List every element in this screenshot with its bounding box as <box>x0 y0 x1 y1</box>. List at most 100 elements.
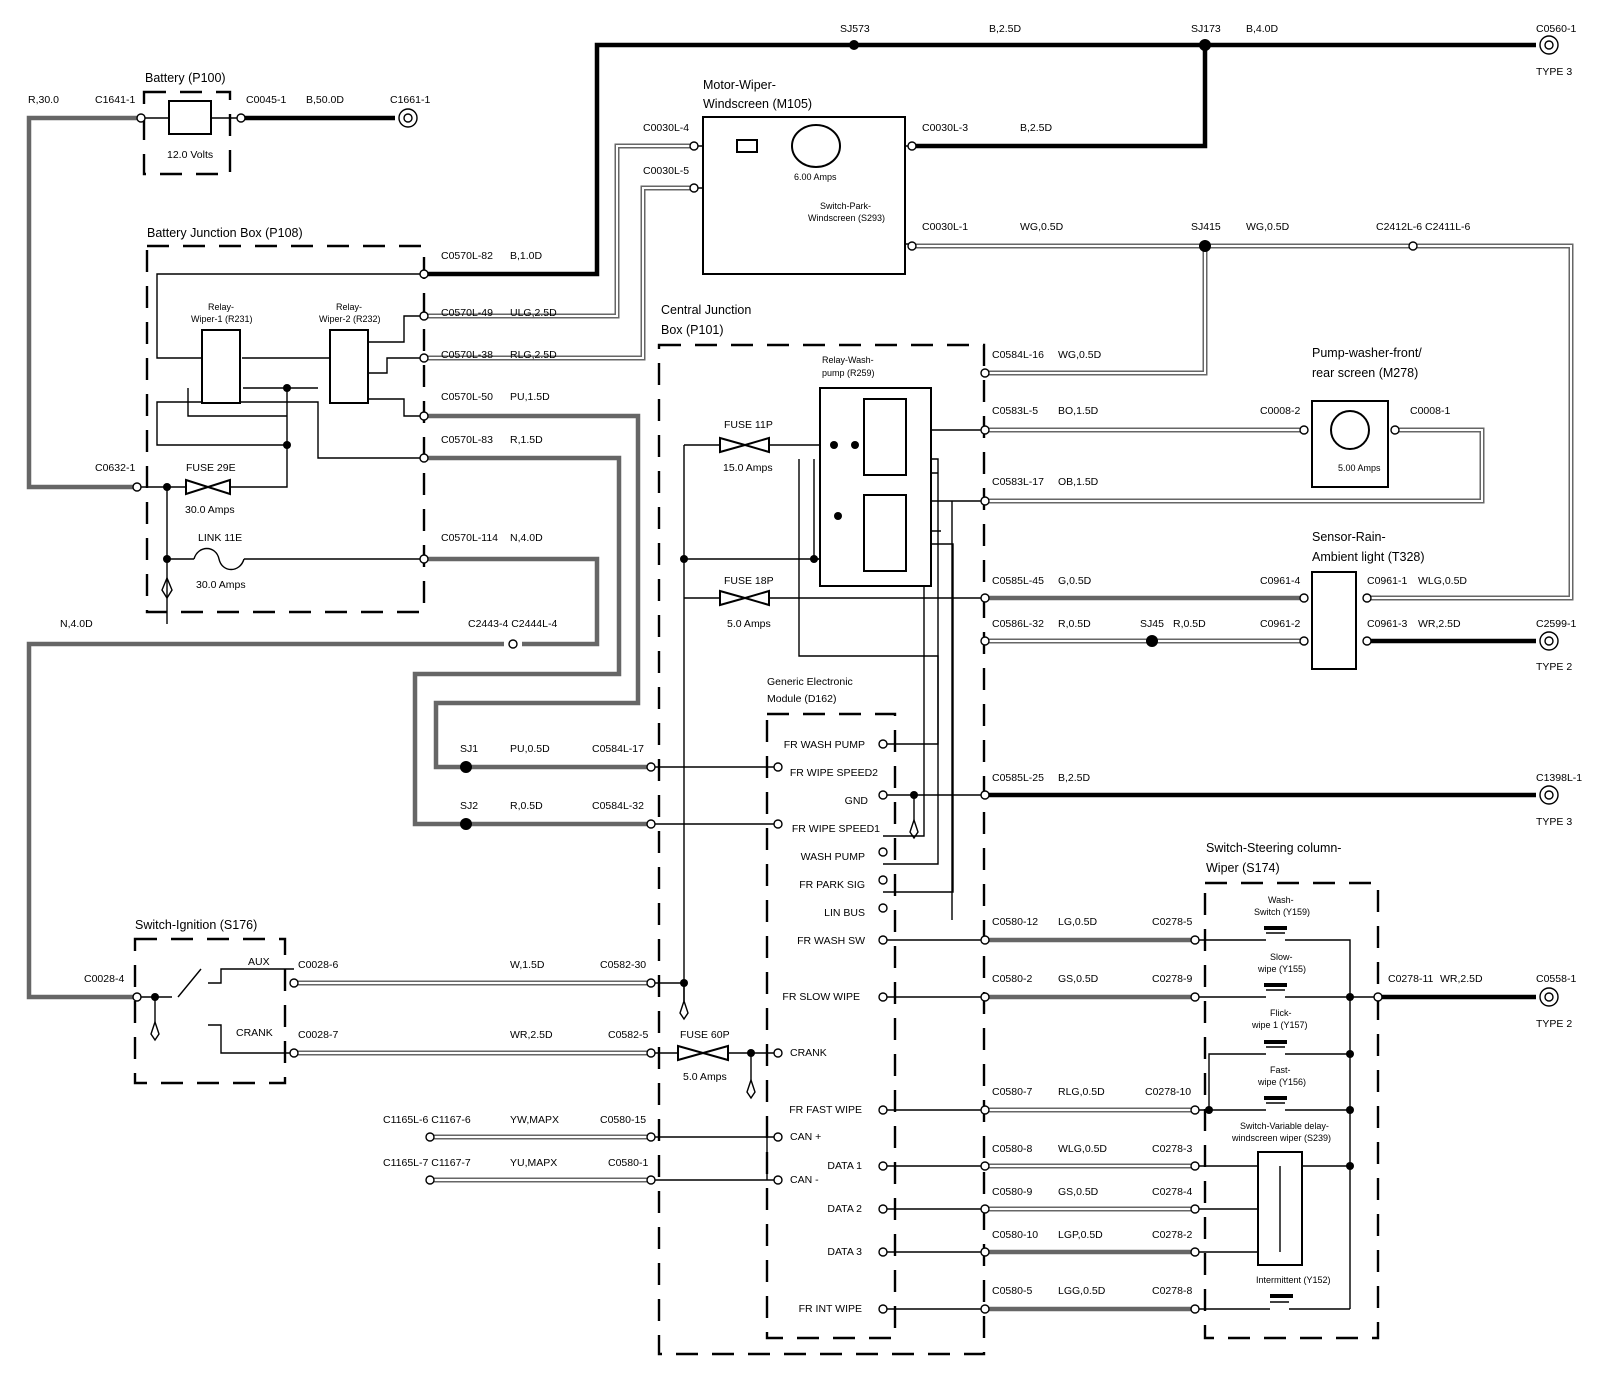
relay1-line1: Relay- <box>208 302 234 312</box>
wire-label: R,0.5D <box>510 800 543 812</box>
ground-terminals <box>398 35 1559 1007</box>
wire-label: BO,1.5D <box>1058 405 1099 417</box>
fuse60p-rating: 5.0 Amps <box>683 1071 727 1083</box>
connector-label: C0961-3 <box>1367 618 1407 630</box>
connector-pin <box>1190 935 1200 945</box>
wire-r30 <box>26 115 141 490</box>
bjb-box <box>145 244 426 614</box>
connector-pin <box>289 978 299 988</box>
connector-label: C0961-2 <box>1260 618 1300 630</box>
splice-sj415 <box>1199 240 1211 252</box>
connector-label: C0278-11 <box>1388 973 1433 985</box>
connector-pin <box>980 935 990 945</box>
wire-label: WLG,0.5D <box>1418 575 1467 587</box>
wire-label: W,1.5D <box>510 959 545 971</box>
flick-2: wipe 1 (Y157) <box>1251 1020 1308 1030</box>
gem-pin: DATA 2 <box>827 1203 862 1215</box>
connector-pin <box>419 269 429 279</box>
connector-pin <box>646 762 656 772</box>
gem-pin: LIN BUS <box>824 907 865 919</box>
connector-pin <box>1190 1161 1200 1171</box>
connector-label: C0632-1 <box>95 462 135 474</box>
ground-arrows <box>150 576 919 1100</box>
relay-wash-2 <box>863 494 907 572</box>
connector-pin <box>878 1247 888 1257</box>
connector-pin <box>980 992 990 1002</box>
connector-pin <box>646 978 656 988</box>
wire-label: YU,MAPX <box>510 1157 557 1169</box>
wire-label: WG,0.5D <box>1058 349 1102 361</box>
labels: Battery (P100) 12.0 Volts Battery Juncti… <box>28 23 1582 1315</box>
connector-pin <box>878 903 888 913</box>
wire-label: YW,MAPX <box>510 1114 559 1126</box>
connector-label: C0586L-32 <box>992 618 1044 630</box>
motor-fuse <box>736 139 758 153</box>
wire-label: R,30.0 <box>28 94 59 106</box>
connector-label: C0028-7 <box>298 1029 338 1041</box>
connector-label: C0570L-82 <box>441 250 493 262</box>
ground-type: TYPE 2 <box>1536 661 1572 673</box>
wire-label: WR,2.5D <box>1418 618 1461 630</box>
connector-pin <box>419 453 429 463</box>
wash-2: Switch (Y159) <box>1254 907 1310 917</box>
connector-pin <box>980 496 990 506</box>
wire-label: RLG,0.5D <box>1058 1086 1105 1098</box>
fuses <box>185 436 770 1062</box>
wire-label: G,0.5D <box>1058 575 1092 587</box>
connector-label: C1661-1 <box>390 94 430 106</box>
connector-pin <box>980 1304 990 1314</box>
component-boxes <box>133 90 1389 1356</box>
title-gem-1: Generic Electronic <box>767 676 853 688</box>
fuse29e-rating: 30.0 Amps <box>185 504 235 516</box>
connector-label: C0583L-5 <box>992 405 1038 417</box>
fuse-11p-symbol <box>719 436 770 454</box>
fuse-18p-symbol <box>719 589 770 607</box>
relay-wash-1 <box>863 398 907 476</box>
title-motor-2: Windscreen (M105) <box>703 97 812 111</box>
connector-label: C0030L-5 <box>643 165 689 177</box>
splice-label: SJ573 <box>840 23 870 35</box>
wire-label: LG,0.5D <box>1058 916 1098 928</box>
switch-symbols <box>1264 926 1293 1303</box>
connector-pin <box>773 762 783 772</box>
ignition-aux: AUX <box>248 956 270 968</box>
connector-pin <box>1362 593 1372 603</box>
connector-pin <box>980 368 990 378</box>
connector-pin <box>419 554 429 564</box>
connector-pin <box>236 113 246 123</box>
wire-label: B,2.5D <box>1020 122 1053 134</box>
splice-label: SJ2 <box>460 800 478 812</box>
sensor-box <box>1311 571 1357 670</box>
title-pump-2: rear screen (M278) <box>1312 366 1418 380</box>
connector-label: C0278-9 <box>1152 973 1192 985</box>
park-line1: Switch-Park- <box>820 201 871 211</box>
connector-pin <box>419 411 429 421</box>
connector-pin <box>1299 425 1309 435</box>
connector-label: C2443-4 C2444L-4 <box>468 618 557 630</box>
relay1-line2: Wiper-1 (R231) <box>191 314 253 324</box>
splice-sj1 <box>460 761 472 773</box>
connector-label: C0585L-45 <box>992 575 1044 587</box>
fuse60p-name: FUSE 60P <box>680 1029 730 1041</box>
connector-label: C0583L-17 <box>992 476 1044 488</box>
wire-n40 <box>26 556 600 1000</box>
connector-label: C0580-8 <box>992 1143 1032 1155</box>
gem-pin: FR WIPE SPEED2 <box>790 767 878 779</box>
gem-pin: CRANK <box>790 1047 827 1059</box>
wire-label: WR,2.5D <box>1440 973 1483 985</box>
connector-pin <box>878 847 888 857</box>
fuse11p-rating: 15.0 Amps <box>723 462 773 474</box>
link-11e-symbol <box>193 547 245 571</box>
wire-label: LGP,0.5D <box>1058 1229 1103 1241</box>
wire-label: WG,0.5D <box>1020 221 1064 233</box>
connector-label: C0030L-1 <box>922 221 968 233</box>
fuse18p-rating: 5.0 Amps <box>727 618 771 630</box>
fast-2: wipe (Y156) <box>1257 1077 1306 1087</box>
connector-pin <box>773 1132 783 1142</box>
title-steering-1: Switch-Steering column- <box>1206 841 1341 855</box>
connector-pin <box>689 141 699 151</box>
gem-pin: FR PARK SIG <box>799 879 865 891</box>
connector-pin <box>1362 636 1372 646</box>
connector-pin <box>132 992 142 1002</box>
connector-label: C0008-1 <box>1410 405 1450 417</box>
